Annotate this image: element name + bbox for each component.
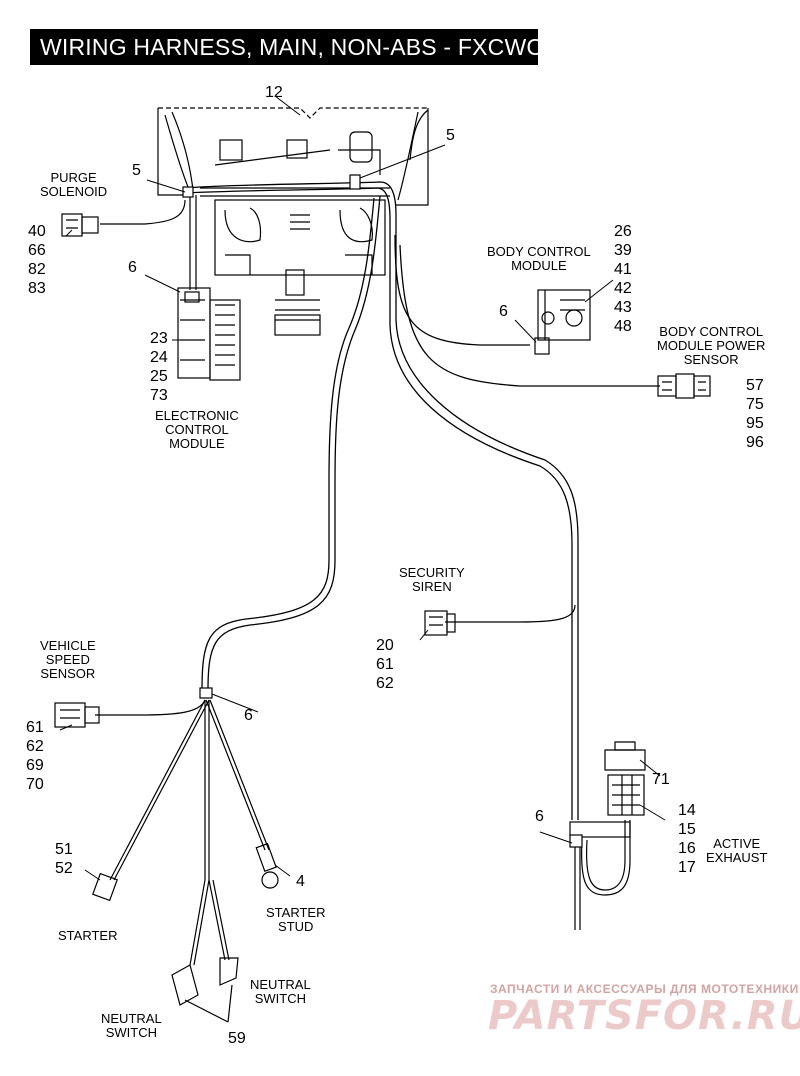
- ecm-module: [177, 287, 241, 381]
- neutral-switch-part: 59: [228, 1030, 246, 1047]
- siren-part-numbers: 20 61 62: [376, 637, 394, 692]
- starter-wire: [109, 699, 206, 881]
- ecm-label: ELECTRONIC CONTROL MODULE: [155, 408, 239, 451]
- cable-ties: [182, 174, 583, 848]
- neutral-wire-left: [189, 700, 206, 966]
- purge-connector: [61, 213, 99, 237]
- bcm-sensor-part-numbers: 57 75 95 96: [746, 377, 764, 451]
- callout-tie-ecm: 6: [128, 259, 137, 276]
- frame-structure: [157, 107, 429, 336]
- bcm-label: BODY CONTROL MODULE: [487, 244, 591, 273]
- purge-solenoid-label: PURGE SOLENOID: [40, 170, 108, 199]
- watermark-logo: PARTSFOR.RU: [488, 993, 800, 1039]
- siren-connector: [424, 610, 456, 636]
- vss-part-numbers: 61 62 69 70: [26, 719, 44, 793]
- active-exhaust-part-numbers: 14 15 16 17: [678, 802, 696, 876]
- callout-tie-exhaust: 6: [535, 808, 544, 825]
- exhaust-cap-part: 71: [652, 771, 670, 788]
- ecm-part-numbers: 23 24 25 73: [150, 330, 168, 404]
- starter-stud-part: 4: [296, 873, 305, 890]
- security-siren-label: SECURITY SIREN: [399, 565, 465, 594]
- active-exhaust-assembly: [569, 741, 646, 930]
- starter-stud-label: STARTER STUD: [266, 905, 326, 934]
- watermark-tagline: ЗАПЧАСТИ И АКСЕССУАРЫ ДЛЯ МОТОТЕХНИКИ: [490, 982, 799, 996]
- main-trunk: [184, 181, 660, 820]
- neutral-switch-right-label: NEUTRAL SWITCH: [250, 977, 311, 1006]
- starter-stud-wire: [205, 699, 266, 851]
- callout-tie-lower: 6: [244, 707, 253, 724]
- bcm-module: [534, 289, 591, 355]
- callout-frame: 12: [265, 84, 283, 101]
- leader-lines: [59, 95, 666, 881]
- vss-connector: [54, 702, 100, 728]
- neutral-wire-right: [208, 879, 226, 961]
- active-exhaust-label: ACTIVE EXHAUST: [706, 836, 768, 865]
- starter-connector: [92, 872, 118, 902]
- neutral-switch-left-label: NEUTRAL SWITCH: [101, 1011, 162, 1040]
- callout-tie-top-left: 5: [132, 162, 141, 179]
- bcm-part-numbers: 26 39 41 42 43 48: [614, 223, 632, 335]
- starter-stud-terminal: [255, 842, 279, 889]
- callout-tie-top-right: 5: [446, 127, 455, 144]
- purge-wire: [100, 199, 186, 225]
- diagram-title: WIRING HARNESS, MAIN, NON-ABS - FXCWC: [30, 29, 543, 65]
- vss-wire: [95, 699, 206, 716]
- neutral-switch-terminals: [171, 957, 239, 1006]
- vss-label: VEHICLE SPEED SENSOR: [40, 638, 96, 681]
- part-59-leaders: [184, 984, 233, 1023]
- starter-label: STARTER: [58, 928, 118, 943]
- purge-part-numbers: 40 66 82 83: [28, 223, 46, 297]
- bcm-sensor-connector: [657, 373, 711, 399]
- starter-part-numbers: 51 52: [55, 841, 73, 877]
- callout-tie-bcm: 6: [499, 303, 508, 320]
- bcm-sensor-label: BODY CONTROL MODULE POWER SENSOR: [657, 324, 766, 367]
- siren-wire: [445, 604, 576, 623]
